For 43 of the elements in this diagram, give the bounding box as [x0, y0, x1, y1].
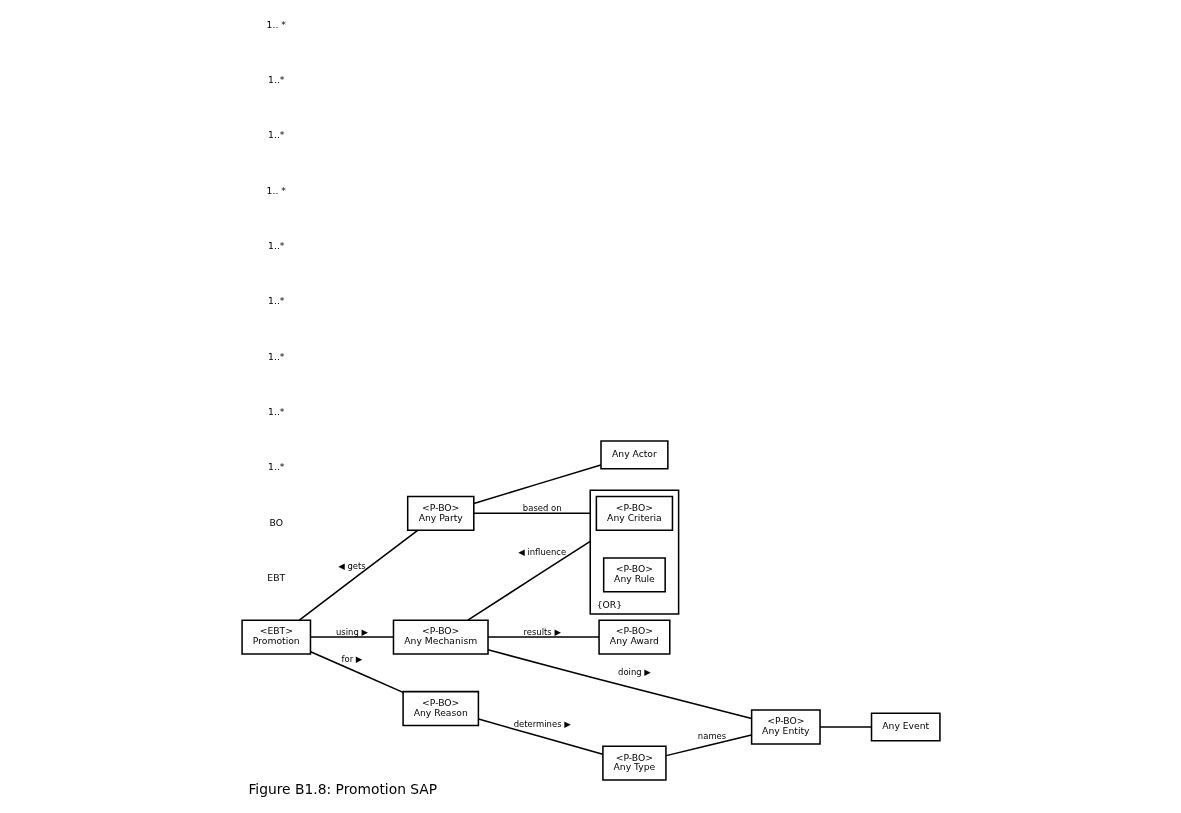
edge-label: based on	[522, 502, 562, 513]
node-box: <P-BO> Any Rule	[602, 557, 666, 593]
connector	[486, 648, 752, 720]
label: EBT	[266, 572, 285, 584]
edge-label: names	[697, 731, 726, 742]
label: 1..*	[267, 295, 284, 307]
connector	[466, 540, 591, 621]
node-box: <P-BO> Any Entity	[750, 709, 821, 745]
edge-label: ◀ gets	[337, 561, 366, 572]
node-box: <P-BO> Any Mechanism	[392, 619, 489, 655]
label: 1..*	[267, 240, 284, 252]
connector	[477, 718, 603, 756]
edge-label: using ▶	[335, 626, 368, 637]
node-box: <EBT> Promotion	[240, 619, 311, 655]
node-box: <P-BO> Any Criteria	[595, 495, 673, 531]
label: BO	[269, 516, 283, 528]
node-box: Any Actor	[599, 440, 669, 470]
node-box: <P-BO> Any Type	[601, 745, 667, 781]
connector	[472, 512, 591, 515]
connector	[818, 726, 872, 728]
label: 1..*	[267, 461, 284, 473]
edge-label: determines ▶	[513, 718, 571, 729]
connector	[486, 636, 600, 638]
connector	[664, 734, 752, 757]
node-box: <P-BO> Any Party	[406, 495, 475, 531]
label: 1..*	[267, 74, 284, 86]
edge-label: doing ▶	[617, 666, 651, 677]
connector	[309, 651, 404, 694]
edge-label: for ▶	[341, 653, 362, 664]
connector	[309, 636, 394, 638]
connector	[298, 529, 418, 621]
label: 1..*	[267, 350, 284, 362]
node-box: Any Event	[870, 712, 941, 742]
label: 1..*	[267, 129, 284, 141]
label: 1..*	[267, 406, 284, 418]
edge-label: results ▶	[522, 626, 561, 637]
connector	[472, 464, 602, 505]
label: 1.. *	[266, 18, 286, 30]
node-box: <P-BO> Any Reason	[401, 690, 479, 727]
caption: Figure B1.8: Promotion SAP	[247, 781, 437, 798]
node-box: <P-BO> Any Award	[597, 619, 671, 655]
label: 1.. *	[266, 184, 286, 196]
edge-label: ◀ influence	[517, 546, 566, 557]
